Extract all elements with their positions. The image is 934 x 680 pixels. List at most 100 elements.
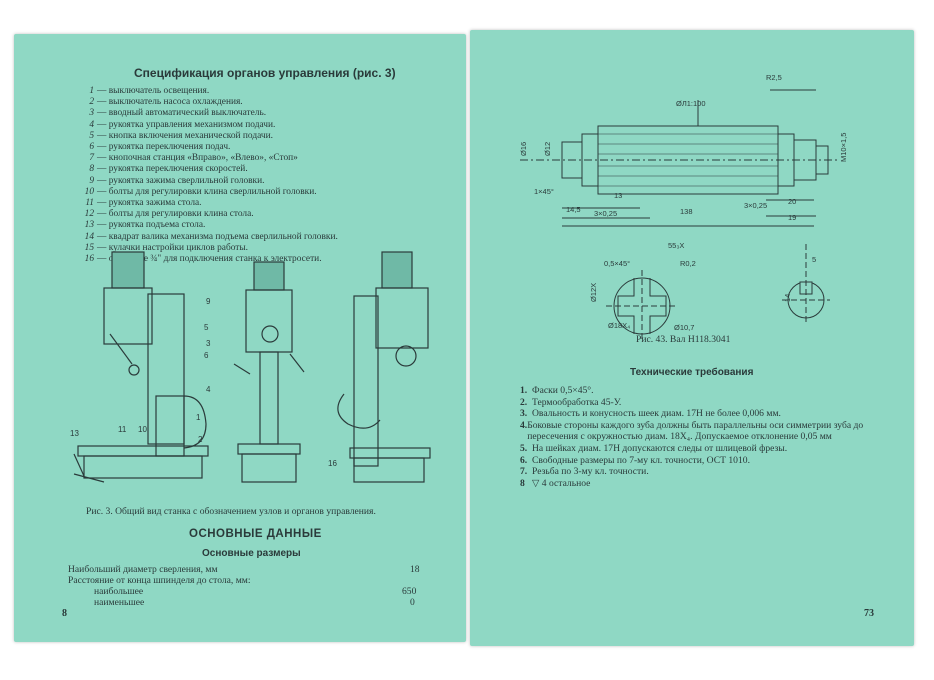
spec-item-text: — кулачки настройки циклов работы. [97,242,249,253]
spec-item: 1— выключатель освещения. [80,86,338,97]
dimension-label: 20 [788,197,796,206]
dimension-label: 13 [614,191,622,200]
spec-item-number: 9 [89,175,94,186]
spec-item-number: 4 [89,119,94,130]
figure-callout-label: 4 [206,385,211,394]
spec-item: 16— отверстие ¾" для подключения станка … [80,254,338,265]
row-label-2: Расстояние от конца шпинделя до стола, м… [68,575,251,586]
figure-callout-label: 13 [70,429,79,438]
requirement-text: Свободные размеры по 7-му кл. точности, … [532,454,750,466]
figure-callout-label: 5 [204,323,209,332]
spec-item-text: — кнопочная станция «Вправо», «Влево», «… [97,153,298,164]
spec-item-text: — рукоятка зажима сверлильной головки. [97,175,265,186]
spec-item: 11— рукоятка зажима стола. [80,198,338,209]
spec-item-number: 3 [89,108,94,119]
spec-item-number: 11 [85,198,94,209]
row-label-3: наибольшее [94,586,144,597]
spec-item-number: 13 [84,220,94,231]
requirement-number: 6. [520,454,528,466]
spec-item: 2— выключатель насоса охлаждения. [80,97,338,108]
page-number: 8 [62,608,67,619]
spec-item-number: 16 [84,254,94,265]
figure-callout-label: 16 [328,459,337,468]
spec-item: 7— кнопочная станция «Вправо», «Влево», … [80,153,338,164]
dimension-label: 14,5 [566,205,581,214]
requirement-text: Фаски 0,5×45°. [532,385,594,396]
spec-item: 10— болты для регулировки клина сверлиль… [80,187,338,198]
spec-item-number: 8 [89,164,94,175]
requirements-list: 1.Фаски 0,5×45°.2.Термообработка 45-У.3.… [520,385,880,489]
requirement-number: 5. [520,442,528,454]
spec-item: 14— квадрат валика механизма подъема све… [80,232,338,243]
spec-item-text: — болты для регулировки клина сверлильно… [97,186,317,197]
spec-item-number: 1 [89,86,94,96]
figure-callout-label: 10 [138,425,147,434]
dimension-label: Ø12X [589,283,598,302]
spec-item: 8— рукоятка переключения скоростей. [80,164,338,175]
spec-item-text: — отверстие ¾" для подключения станка к … [97,254,322,265]
dimension-label: Ø18X₄ [608,321,630,330]
spec-item-number: 14 [84,231,94,242]
dimension-label: 14 [783,294,792,302]
requirement-item: 4.Боковые стороны каждого зуба должны бы… [520,420,880,443]
dimension-label: 19 [788,213,796,222]
spec-item-number: 12 [84,209,94,220]
requirement-text: Резьба по 3-му кл. точности. [532,466,649,478]
requirement-item: 1. Фаски 0,5×45°. [520,385,880,397]
figure-callout-label: 11 [118,425,127,434]
requirement-number: 1. [520,385,528,396]
figure-caption: Рис. 3. Общий вид станка с обозначением … [86,506,376,517]
spec-item-text: — кнопка включения механической подачи. [97,130,273,141]
dimension-label: 3×0,25 [594,209,617,218]
requirement-number: 3. [520,408,528,420]
dimension-label: 5 [812,255,816,264]
dimension-label: R0,2 [680,259,696,268]
dimension-label: Ø10,7 [674,323,694,332]
subsection-title: Основные размеры [202,548,301,559]
row-value-3: 650 [402,586,417,597]
requirement-number: 8 [520,477,525,489]
spec-item-text: — выключатель освещения. [97,86,210,96]
spec-item-text: — рукоятка переключения скоростей. [97,164,248,175]
spec-item: 4— рукоятка управления механизмом подачи… [80,120,338,131]
spec-item-text: — рукоятка подъема стола. [97,220,206,231]
spec-item-text: — вводный автоматический выключатель. [97,108,267,119]
spec-item-text: — рукоятка переключения подач. [97,142,231,153]
spec-item-text: — выключатель насоса охлаждения. [97,97,243,108]
dimension-label: 55₃X [668,241,684,250]
requirement-number: 2. [520,396,528,408]
dimension-label: Ø16 [519,142,528,156]
left-page: Спецификация органов управления (рис. 3)… [14,34,466,642]
machine-rear-view [337,251,431,483]
figure-callout-label: 3 [206,339,211,348]
requirement-item: 5. На шейках диам. 17Н допускаются следы … [520,443,880,455]
requirement-number: 4. [520,419,528,431]
spec-item: 9— рукоятка зажима сверлильной головки. [80,176,338,187]
spec-item-text: — рукоятка зажима стола. [97,198,202,209]
spec-item-text: — рукоятка управления механизмом подачи. [97,119,276,130]
dimension-label: Ø12 [543,142,552,156]
machine-front-view [233,261,305,483]
requirement-text: ▽ 4 остальное [532,477,591,489]
requirement-text: Боковые стороны каждого зуба должны быть… [527,419,864,443]
section-title: ОСНОВНЫЕ ДАННЫЕ [189,528,322,540]
requirement-text: На шейках диам. 17Н допускаются следы от… [532,442,788,454]
figure-callout-label: 1 [196,413,201,422]
spec-list: 1— выключатель освещения.2— выключатель … [80,86,338,265]
spec-item: 12— болты для регулировки клина стола. [80,209,338,220]
figure-callout-label: 6 [204,351,209,360]
spec-item: 6— рукоятка переключения подач. [80,142,338,153]
machine-side-view [73,251,209,483]
spec-item: 5— кнопка включения механической подачи. [80,131,338,142]
requirement-item: 6. Свободные размеры по 7-му кл. точности… [520,455,880,467]
requirement-item: 8 ▽ 4 остальное [520,478,880,490]
row-value-4: 0 [410,597,415,608]
spec-title: Спецификация органов управления (рис. 3) [134,66,396,80]
dimension-label: ØЛ1:100 [676,99,706,108]
dimension-label: R2,5 [766,73,782,82]
spec-item: 3— вводный автоматический выключатель. [80,108,338,119]
spec-item-number: 15 [84,242,94,253]
requirement-text: Овальность и конусность шеек диам. 17Н н… [532,408,781,420]
